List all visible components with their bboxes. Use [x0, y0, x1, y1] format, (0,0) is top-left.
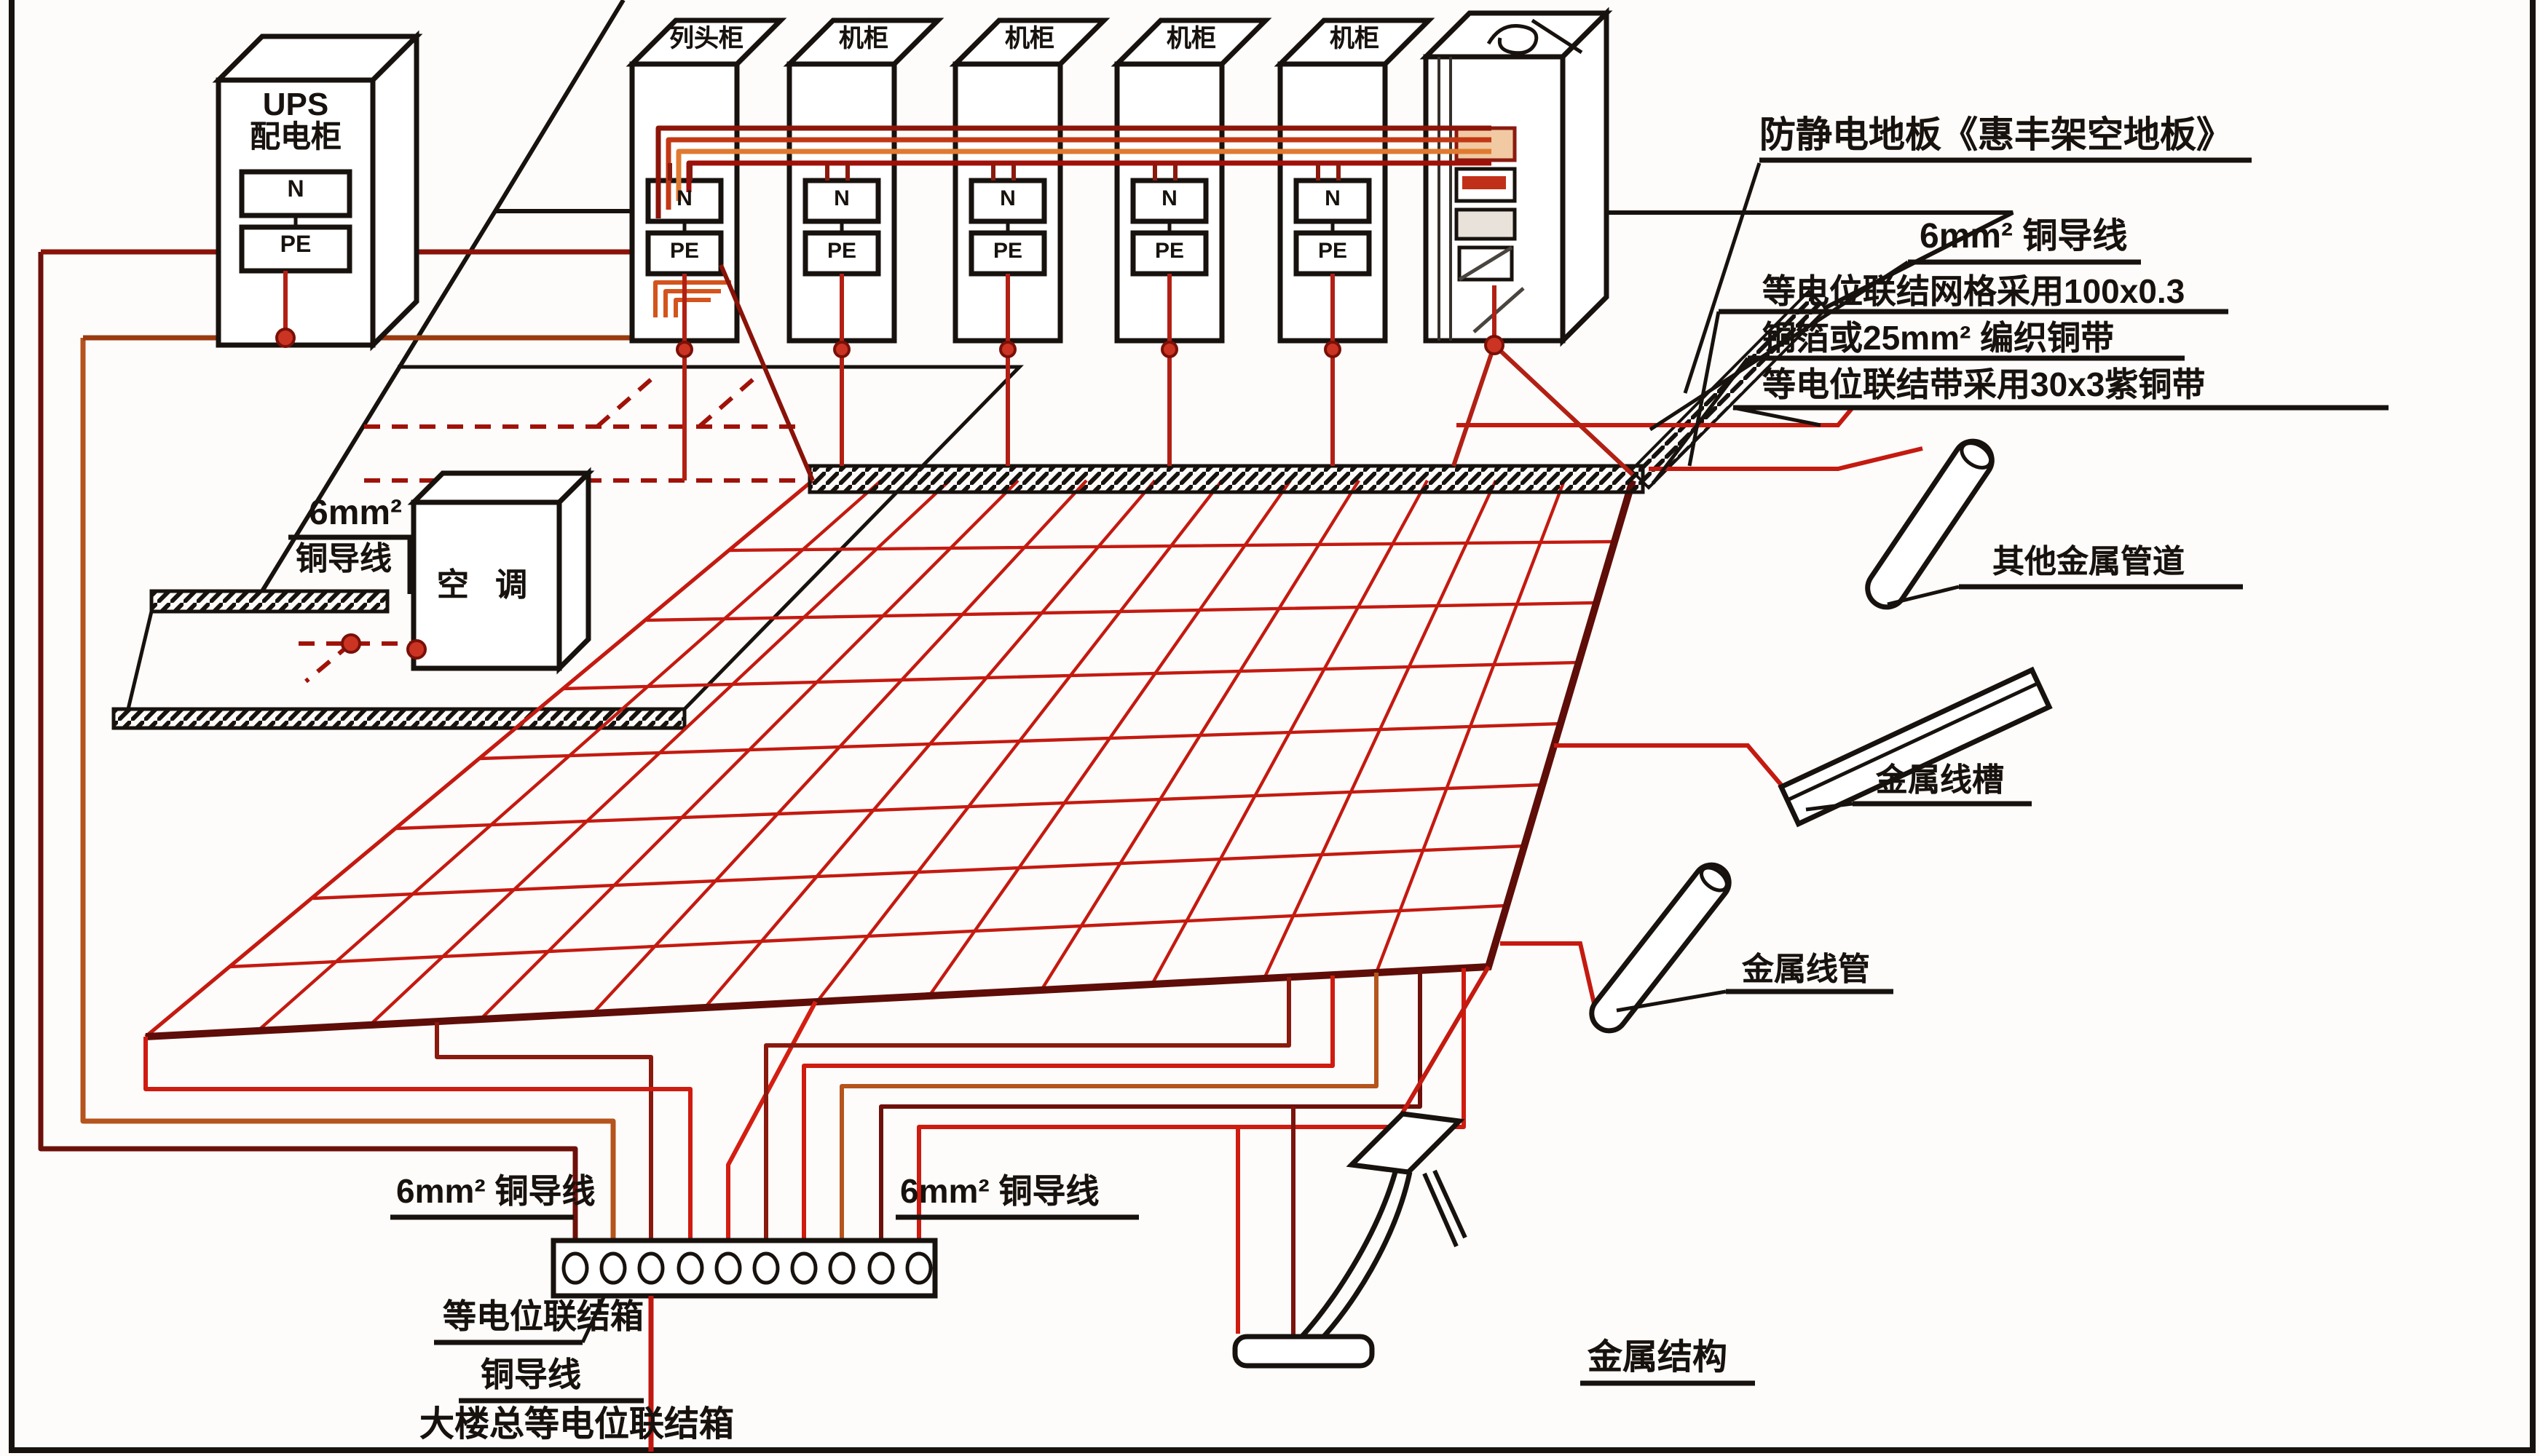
platform-edge-hatch-upper — [149, 589, 390, 614]
wire6-right-note: 6mm² 铜导线 — [1920, 217, 2128, 256]
cabinet-5-label: 机柜 — [1330, 25, 1379, 52]
cab5-n: N — [1325, 186, 1341, 211]
page-border — [9, 0, 2536, 1453]
main-bonding-box-label: 大楼总等电位联结箱 — [419, 1405, 734, 1444]
conduit-label: 金属线管 — [1742, 951, 1871, 987]
connection-dots — [275, 328, 1504, 660]
cabinet-5 — [1274, 17, 1435, 344]
cabinet-3 — [949, 17, 1111, 344]
floor-note: 防静电地板《惠丰架空地板》 — [1759, 115, 2233, 156]
cab1-pe: PE — [669, 239, 699, 264]
bonding-box-label: 等电位联结箱 — [443, 1297, 644, 1335]
ups-title: UPS — [262, 86, 329, 122]
cab4-n: N — [1161, 186, 1178, 211]
cab1-n: N — [677, 186, 693, 211]
wire6-bottom-left: 6mm² 铜导线 — [396, 1172, 596, 1210]
raised-floor-platform — [111, 365, 1024, 730]
cabinet-row — [626, 17, 1435, 344]
metal-structure — [1232, 1111, 1467, 1369]
pe-wire-bundle — [653, 125, 1491, 317]
bundle-loop — [653, 280, 731, 317]
ups-pe-label: PE — [280, 233, 312, 258]
metal-trough — [1778, 666, 2053, 828]
cabinet-2 — [783, 17, 944, 344]
wire6-bottom-right: 6mm² 铜导线 — [900, 1172, 1100, 1210]
ups-subtitle: 配电柜 — [250, 121, 342, 154]
band-spec: 等电位联结带采用30x3紫铜带 — [1762, 365, 2206, 403]
right-ground-wires — [764, 968, 1466, 1341]
ac-label: 空 调 — [436, 566, 537, 603]
ups-n-label: N — [287, 178, 304, 202]
cab2-n: N — [834, 186, 850, 211]
grid-spec-line1: 等电位联结网格采用100x0.3 — [1762, 272, 2185, 310]
cab4-pe: PE — [1154, 239, 1184, 264]
band-ring-wire — [1456, 406, 1855, 427]
terminal-strip — [551, 1238, 938, 1299]
platform-edge-hatch-lower — [111, 707, 687, 730]
cab2-pe: PE — [827, 239, 856, 264]
cabinet-4 — [1111, 17, 1272, 344]
ac-unit — [407, 467, 595, 675]
copper-bonding-band — [808, 289, 1829, 494]
wire6-mid-line1: 6mm² — [309, 494, 403, 533]
trough-label: 金属线槽 — [1876, 761, 2005, 798]
cab5-pe: PE — [1317, 239, 1347, 264]
cabinet-3-label: 机柜 — [1005, 25, 1054, 52]
cabinet-1-label: 列头柜 — [669, 25, 744, 52]
ups-cabinet — [212, 30, 423, 352]
grid-spec-line2: 铜箔或25mm² 编织铜带 — [1762, 319, 2115, 357]
cabinet-logo-scribble — [1486, 18, 1583, 55]
ups-pe-box — [239, 224, 352, 274]
wire6-mid-line2: 铜导线 — [296, 540, 393, 577]
cab3-pe: PE — [993, 239, 1022, 264]
left-ground-wires — [38, 249, 818, 1246]
structure-label: 金属结构 — [1588, 1338, 1727, 1377]
metal-object-bonding-wires — [1399, 406, 1923, 1117]
pipe-label: 其他金属管道 — [1992, 543, 2185, 579]
copper-wire-label: 铜导线 — [481, 1356, 581, 1393]
cabinet-2-label: 机柜 — [839, 25, 888, 52]
label-leaders — [407, 162, 1960, 1344]
metal-pipe — [1865, 438, 1995, 610]
metal-conduit — [1589, 862, 1732, 1034]
label-underlines — [288, 157, 2389, 1404]
cabinet-4-label: 机柜 — [1167, 25, 1216, 52]
cab3-n: N — [1000, 186, 1016, 211]
server-cabinet — [1419, 7, 1613, 347]
